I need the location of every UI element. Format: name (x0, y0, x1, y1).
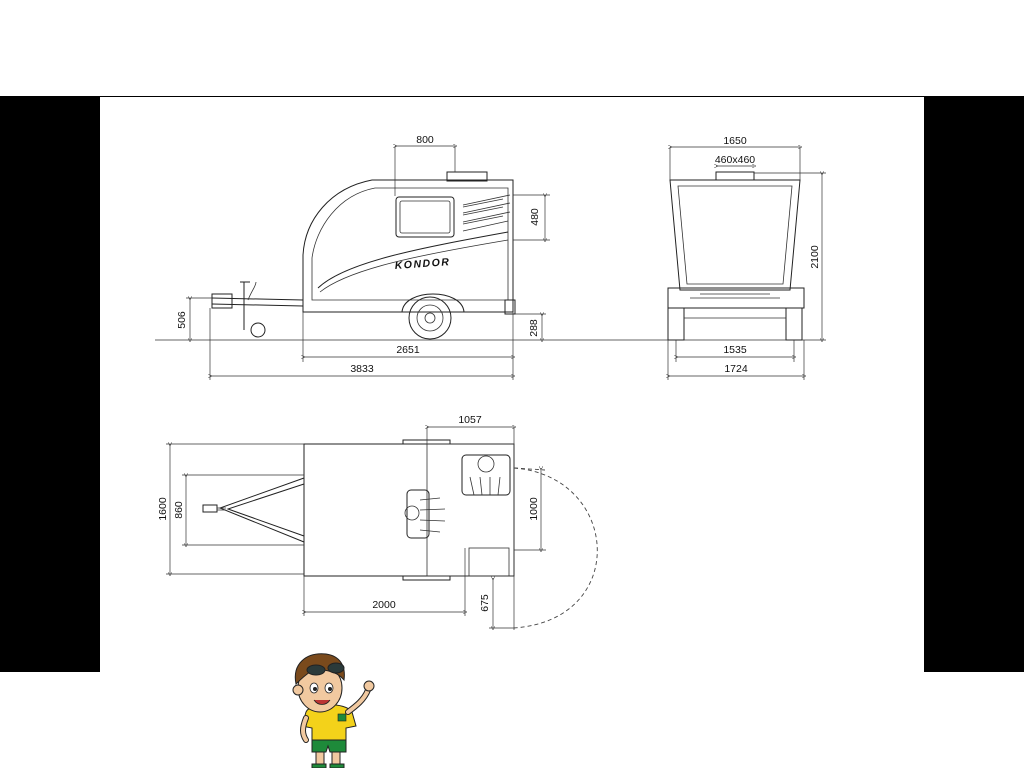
wheel (408, 296, 452, 340)
stove-seat (406, 489, 430, 539)
rear-roof-hatch (715, 171, 755, 181)
dim-1600: 1600 (157, 497, 169, 521)
top-view: 1057 1600 860 1000 2000 675 (157, 414, 598, 630)
dim-860: 860 (173, 501, 185, 519)
rear-left-wheel (667, 307, 685, 341)
brand-label: KONDOR (394, 256, 450, 272)
dim-1724: 1724 (724, 363, 748, 375)
dim-2000: 2000 (372, 599, 396, 611)
wheel-arch (401, 293, 465, 313)
boy-mascot-icon (292, 653, 375, 768)
dim-1000: 1000 (528, 497, 540, 521)
roof-hatch (446, 171, 488, 182)
rear-body (669, 179, 801, 291)
dim-2100: 2100 (809, 245, 821, 269)
rear-right-wheel (785, 307, 803, 341)
side-window (395, 196, 455, 238)
dim-506: 506 (176, 311, 188, 329)
rear-view: 1650 460x460 2100 1535 1724 (668, 135, 826, 380)
top-drawbar (218, 477, 305, 543)
dim-675: 675 (479, 594, 491, 612)
top-hitch (202, 504, 218, 513)
side-view: KONDOR 800 480 506 (155, 134, 800, 380)
trailer-body (302, 179, 514, 313)
top-body-outline (303, 443, 515, 577)
dim-1057: 1057 (458, 414, 482, 426)
dim-3833: 3833 (350, 363, 374, 375)
drawbar (211, 297, 304, 307)
dim-288: 288 (528, 319, 540, 337)
jockey-wheel (250, 322, 266, 338)
left-black-band (0, 96, 100, 672)
dim-1535: 1535 (723, 344, 747, 356)
dim-1650: 1650 (723, 135, 747, 147)
dim-460x460: 460x460 (715, 154, 755, 166)
dim-480: 480 (529, 208, 541, 226)
dim-800: 800 (416, 134, 434, 146)
sink-seat (461, 454, 511, 496)
dim-2651: 2651 (396, 344, 420, 356)
storage-box (468, 547, 510, 577)
door-swing (513, 467, 598, 629)
right-black-band (924, 96, 1024, 672)
